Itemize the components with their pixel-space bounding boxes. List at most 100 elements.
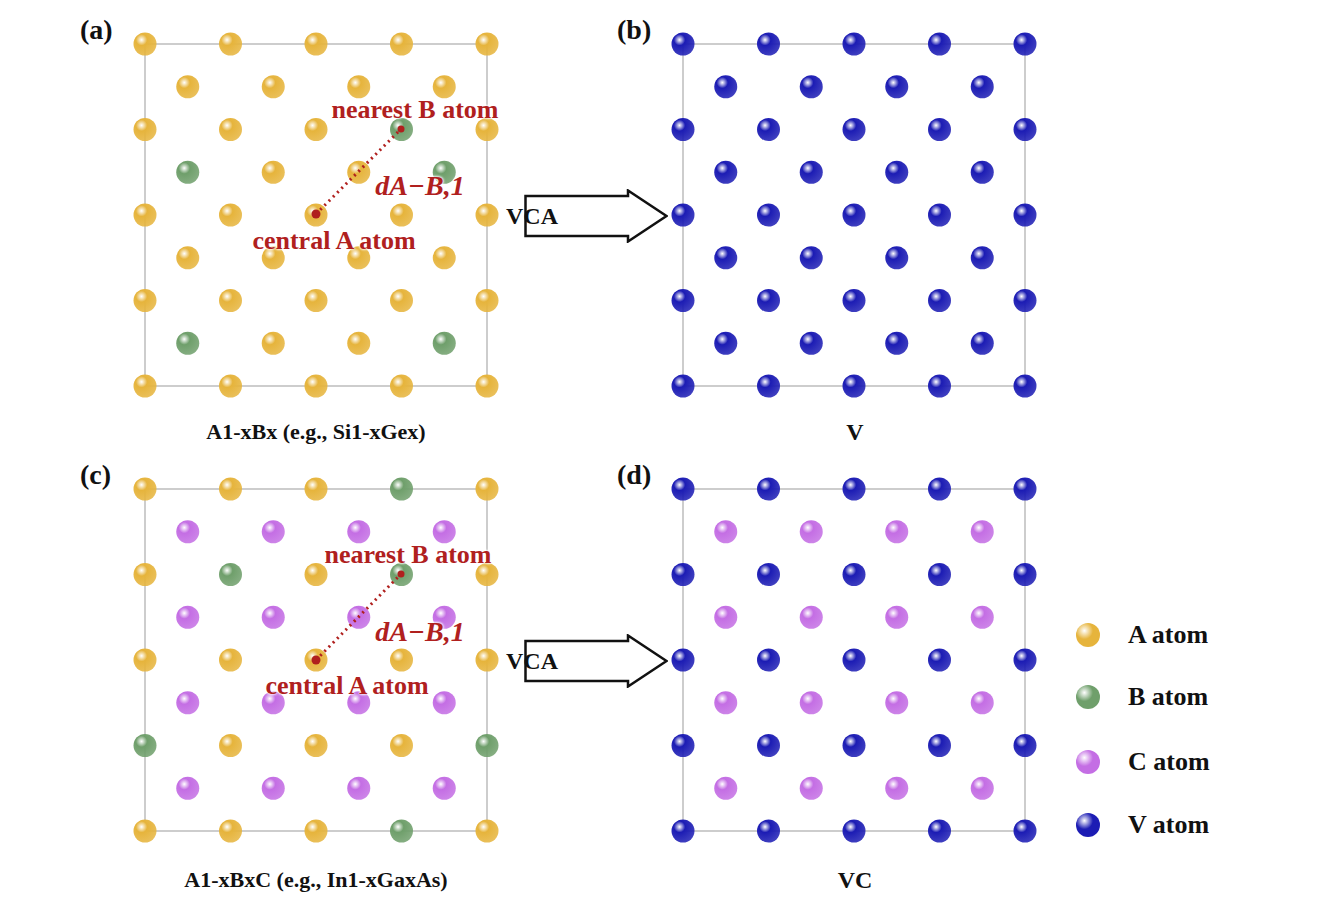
atom [843,33,866,56]
atom [843,563,866,586]
atom [476,820,499,843]
atom [971,606,994,629]
panel-caption: A1-xBx (e.g., Si1-xGex) [206,419,425,445]
atom [714,75,737,98]
atom [176,161,199,184]
annotation: nearest B atom [331,95,498,125]
atom [262,75,285,98]
atom [305,118,328,141]
atom [757,118,780,141]
atom [305,204,328,227]
atom [433,246,456,269]
atom [672,563,695,586]
atom [714,691,737,714]
atom [928,478,951,501]
atom [971,520,994,543]
atom [1014,563,1037,586]
atom [176,246,199,269]
atom [476,204,499,227]
atom [305,478,328,501]
atom [672,820,695,843]
atom [928,375,951,398]
atom [176,520,199,543]
atom [390,734,413,757]
legend-entry: C atom [1076,747,1210,777]
legend-text: A atom [1128,620,1208,650]
end-dot [398,571,405,578]
panel-letter: (d) [617,459,651,491]
atom [800,691,823,714]
atom [885,75,908,98]
atom [1014,649,1037,672]
atom [390,375,413,398]
atom [134,820,157,843]
atom [843,375,866,398]
atom [176,777,199,800]
atom [672,33,695,56]
atom [885,691,908,714]
atom [176,75,199,98]
atom [176,606,199,629]
atom [134,563,157,586]
panel-caption: VC [838,867,873,894]
legend-swatch [1076,623,1100,647]
panel-letter: (c) [80,459,111,491]
atom [928,118,951,141]
atom [1014,33,1037,56]
legend-text: B atom [1128,682,1208,712]
atom [757,563,780,586]
atom [433,332,456,355]
atom [476,649,499,672]
atom [928,820,951,843]
atom [219,649,242,672]
atom [672,375,695,398]
atom [262,520,285,543]
atom [672,478,695,501]
atom [757,649,780,672]
atom [134,478,157,501]
annotation: dA−B,1 [375,616,464,648]
atom [885,332,908,355]
atom [885,161,908,184]
atom [390,478,413,501]
atom [347,777,370,800]
atom [714,520,737,543]
atom [843,820,866,843]
atom [176,332,199,355]
atom [971,75,994,98]
atom [476,375,499,398]
atom [971,246,994,269]
atom [800,75,823,98]
cell-frame [683,44,1025,386]
atom [672,649,695,672]
end-dot [398,126,405,133]
atom [928,289,951,312]
atom [219,375,242,398]
atom [262,777,285,800]
atom [134,734,157,757]
atom [305,649,328,672]
atom [714,777,737,800]
atom [885,246,908,269]
atom [843,289,866,312]
atom [305,375,328,398]
legend-swatch [1076,813,1100,837]
central-dot [312,210,321,219]
atom [800,520,823,543]
panel-letter: (a) [80,14,113,46]
atom [757,375,780,398]
atom [1014,204,1037,227]
atom [390,649,413,672]
atom [757,33,780,56]
atom [134,649,157,672]
atom [219,33,242,56]
atom [433,520,456,543]
atom [971,161,994,184]
atom [219,204,242,227]
atom [1014,820,1037,843]
atom [757,734,780,757]
atom [757,204,780,227]
atom [476,478,499,501]
atom [843,204,866,227]
atom [476,289,499,312]
